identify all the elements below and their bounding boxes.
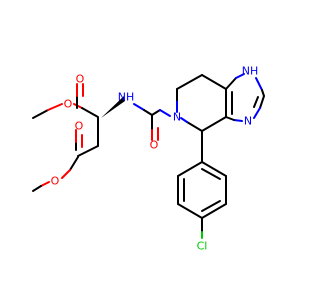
bond-ring-3 <box>176 74 203 90</box>
structure-canvas: O O NH O O O N NH N Cl <box>32 65 265 253</box>
bond-imid-4b <box>225 116 235 121</box>
bond-ring-4 <box>201 74 227 90</box>
stereo-wedge-bond <box>101 96 125 118</box>
bond-c-n-ring <box>159 109 171 117</box>
bond-ar-6 <box>201 161 227 177</box>
bond-lower-o <box>61 169 71 179</box>
bond-ar-4b <box>201 200 221 212</box>
atom-o-amide: O <box>150 139 159 152</box>
bond-imid-1b <box>235 73 245 79</box>
atom-o-ester-upper: O <box>64 98 73 111</box>
atom-cl: Cl <box>197 240 208 253</box>
bond-methyl-lower <box>32 185 42 192</box>
atom-n-imidazole: N <box>244 115 252 128</box>
bond-ar-3 <box>177 203 203 219</box>
bond-methyl-upper <box>32 109 49 119</box>
bond-lower-c-o <box>69 156 79 171</box>
atom-o-carbonyl-upper: O <box>76 73 85 86</box>
bond-o-upper <box>47 103 63 111</box>
bond-amide-c <box>143 109 153 116</box>
atom-nh-imidazole: NH <box>242 65 259 78</box>
bond-c-upper <box>81 107 99 118</box>
molecule-structure: O O NH O O O N NH N Cl <box>32 65 265 253</box>
bond-nh-c <box>133 103 145 111</box>
bond-imid-1a <box>225 77 237 90</box>
bond-imid-3a <box>259 95 265 109</box>
bond-ring-7a <box>186 121 203 132</box>
bond-ch2-2 <box>77 145 99 157</box>
bond-ring-6 <box>201 116 227 132</box>
bond-ar-6b <box>201 168 221 180</box>
atom-nh-amide: NH <box>118 91 135 104</box>
bond-lower-o-me <box>40 181 50 187</box>
bond-imid-4a <box>233 119 243 122</box>
bond-imid-2a <box>255 77 263 91</box>
atom-o-lower-carbonyl: O <box>75 120 84 133</box>
bond-ar-4 <box>201 203 227 219</box>
bond-imid-2b <box>261 89 265 97</box>
bond-ring-7b <box>180 117 188 123</box>
bond-imid-3b <box>253 107 261 119</box>
bond-imid-3c <box>253 96 259 108</box>
atom-n-ring: N <box>173 111 181 124</box>
bond-ar-1 <box>177 161 203 177</box>
atom-o-ester-lower: O <box>51 175 60 188</box>
bond-c-n <box>151 109 161 116</box>
